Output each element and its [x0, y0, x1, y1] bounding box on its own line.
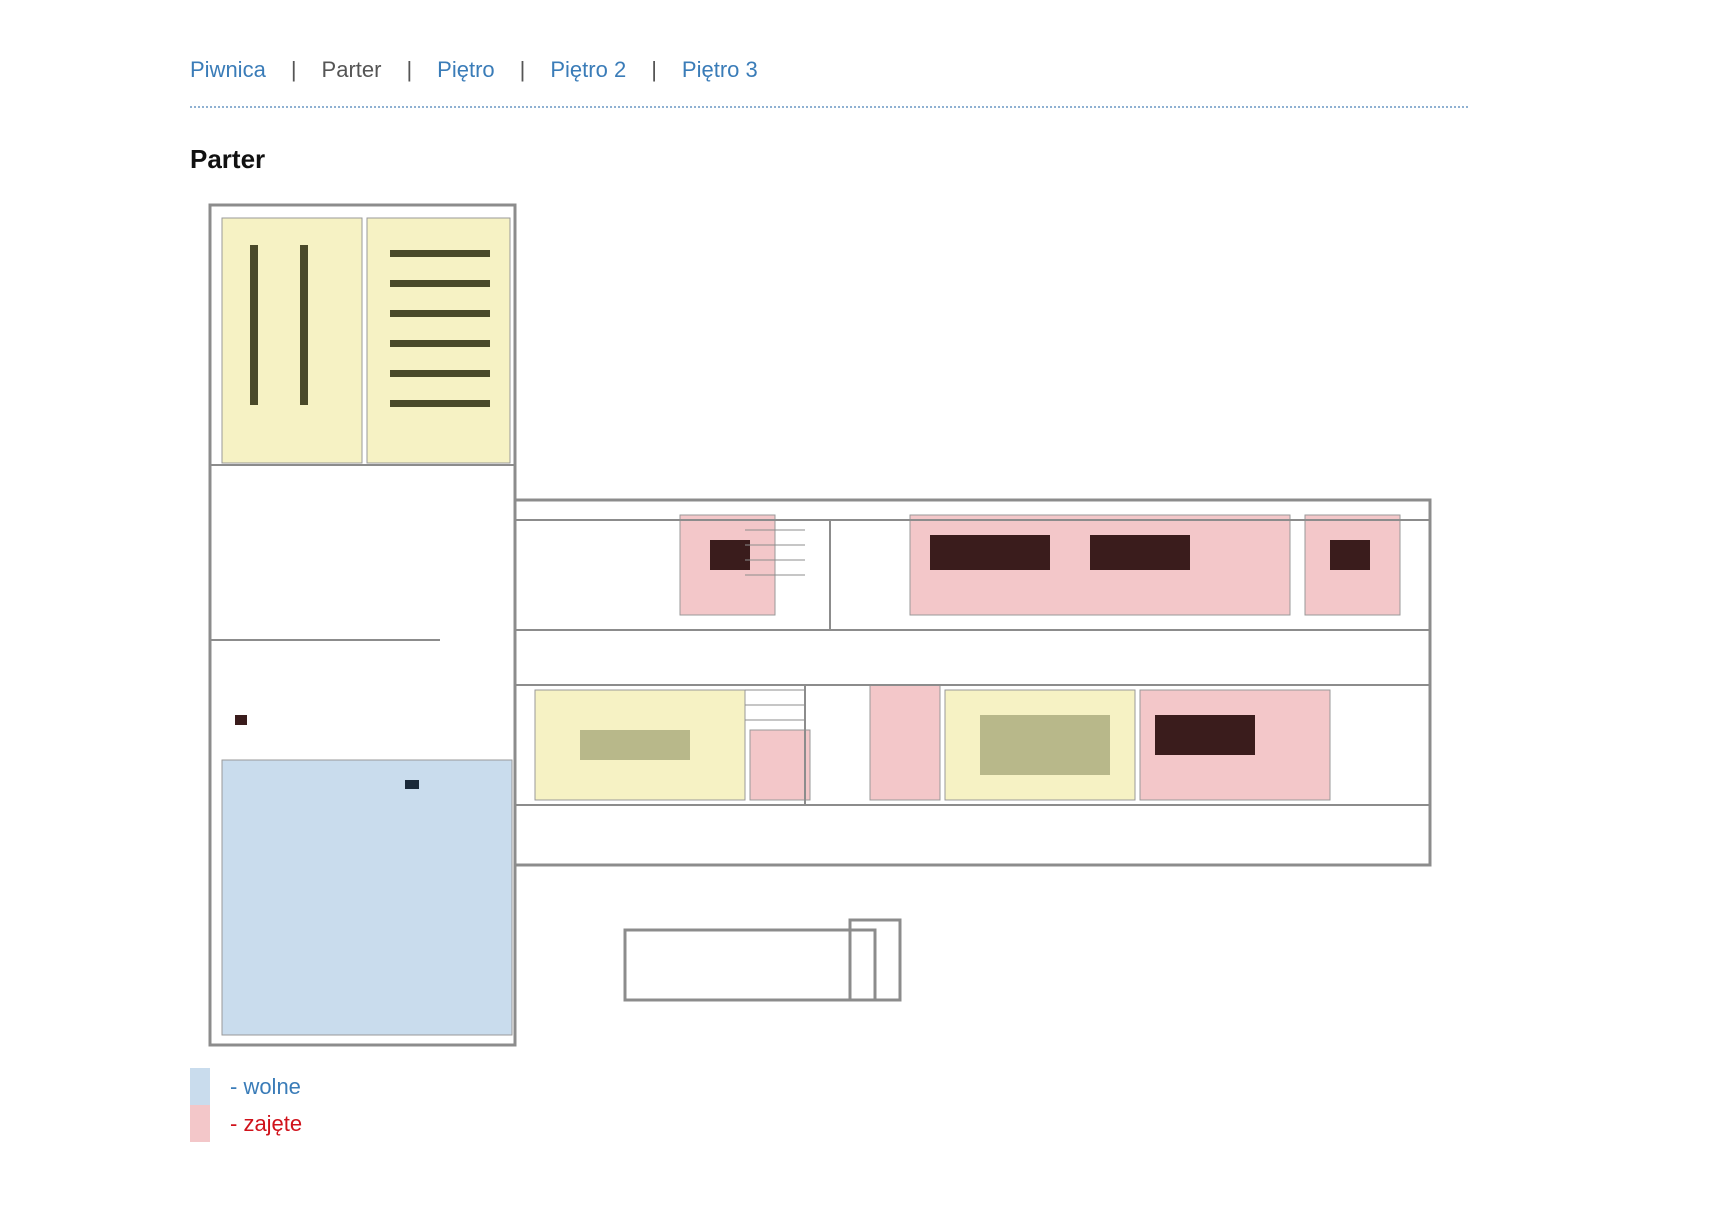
floor-plan [208, 203, 1432, 1047]
building-walls [208, 203, 1432, 1047]
room-hall-free[interactable] [221, 759, 513, 1036]
room-office-5[interactable] [869, 684, 941, 801]
floor-nav: Piwnica | Parter | Piętro | Piętro 2 | P… [190, 50, 758, 90]
floor-tab-pietro[interactable]: Piętro [437, 57, 495, 82]
office-furniture [710, 535, 1370, 755]
room-office-4[interactable] [749, 729, 811, 801]
page-title: Parter [190, 144, 266, 174]
room-lecture-hall-1[interactable] [221, 217, 363, 464]
legend-swatch-occupied [190, 1105, 210, 1142]
nav-separator: | [290, 57, 297, 82]
staircase [745, 529, 805, 721]
floor-tab-pietro-2[interactable]: Piętro 2 [550, 57, 627, 82]
legend-item-free: - wolne [190, 1068, 302, 1105]
legend-label-free: - wolne [230, 1073, 301, 1099]
furniture [235, 245, 1110, 789]
nav-divider [190, 106, 1468, 108]
floor-tab-piwnica[interactable]: Piwnica [190, 57, 266, 82]
legend: - wolne - zajęte [190, 1068, 302, 1142]
floor-tab-pietro-3[interactable]: Piętro 3 [681, 57, 758, 82]
legend-label-occupied: - zajęte [230, 1110, 303, 1136]
legend-swatch-free [190, 1068, 210, 1105]
legend-item-occupied: - zajęte [190, 1105, 302, 1142]
floor-tab-parter[interactable]: Parter [321, 57, 382, 82]
nav-separator: | [519, 57, 526, 82]
nav-separator: | [651, 57, 657, 82]
nav-separator: | [406, 57, 413, 82]
